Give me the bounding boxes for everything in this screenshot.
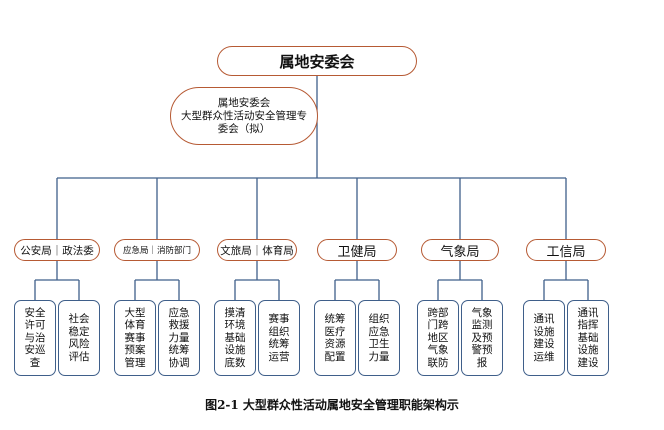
function-node-label: 气象监测及预警预报 — [471, 306, 493, 369]
function-node: 社会稳定风险评估 — [58, 300, 100, 376]
sub-committee-node: 属地安委会 大型群众性活动安全管理专委会（拟） — [170, 87, 318, 145]
function-node-label: 大型体育赛事预案管理 — [124, 306, 146, 369]
department-node: 公安局｜政法委 — [14, 239, 100, 261]
function-node: 统筹医疗资源配置 — [314, 300, 356, 376]
function-node-label: 社会稳定风险评估 — [68, 313, 90, 363]
department-node: 工信局 — [526, 239, 606, 261]
function-node-label: 应急救援力量统筹协调 — [168, 306, 190, 369]
department-node: 卫健局 — [317, 239, 397, 261]
root-node-label: 属地安委会 — [279, 52, 355, 71]
sub-committee-label: 属地安委会 大型群众性活动安全管理专委会（拟） — [181, 96, 307, 135]
function-node-label: 通讯指挥基础设施建设 — [577, 306, 599, 369]
function-node: 摸清环境基础设施底数 — [214, 300, 256, 376]
function-node: 赛事组织统筹运营 — [258, 300, 300, 376]
function-node-label: 组织应急卫生力量 — [368, 313, 390, 363]
department-node: 气象局 — [421, 239, 499, 261]
function-node: 通讯设施建设运维 — [523, 300, 565, 376]
function-node: 安全许可与治安巡查 — [14, 300, 56, 376]
function-node-label: 通讯设施建设运维 — [533, 313, 555, 363]
function-node: 通讯指挥基础设施建设 — [567, 300, 609, 376]
function-node: 气象监测及预警预报 — [461, 300, 503, 376]
function-node-label: 赛事组织统筹运营 — [268, 313, 290, 363]
figure-caption: 图2-1 大型群众性活动属地安全管理职能架构示 — [205, 398, 459, 412]
department-node: 应急局｜消防部门 — [114, 239, 200, 261]
function-node-label: 跨部门跨地区气象联防 — [427, 306, 449, 369]
function-node-label: 摸清环境基础设施底数 — [224, 306, 246, 369]
function-node: 应急救援力量统筹协调 — [158, 300, 200, 376]
root-node: 属地安委会 — [217, 46, 417, 76]
department-node: 文旅局｜体育局 — [217, 239, 297, 261]
function-node-label: 安全许可与治安巡查 — [24, 306, 46, 369]
function-node: 跨部门跨地区气象联防 — [417, 300, 459, 376]
function-node: 大型体育赛事预案管理 — [114, 300, 156, 376]
function-node: 组织应急卫生力量 — [358, 300, 400, 376]
function-node-label: 统筹医疗资源配置 — [324, 313, 346, 363]
